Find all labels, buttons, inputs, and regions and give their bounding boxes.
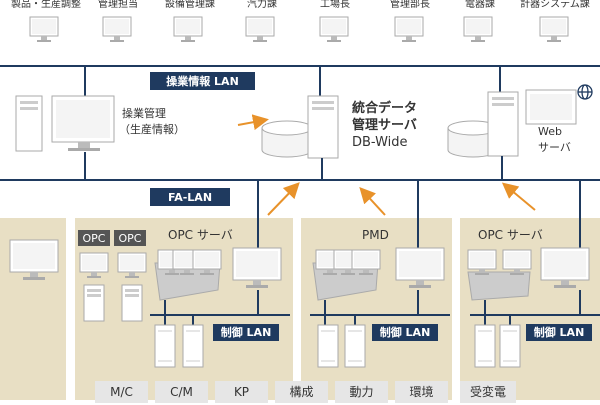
ops-mgmt-line2: （生産情報） [119,123,185,136]
db-server-line3: DB-Wide [352,135,408,150]
db-server-line2: 管理サーバ [352,118,417,133]
dept-label: 製品・生産調整 [11,0,81,10]
area2-equipment [312,247,445,301]
web-server-line1: Web [538,125,562,138]
dept-label: 電器課 [465,0,495,10]
area3-equipment [467,247,590,301]
control-lan-label: 制御 LAN [213,324,279,341]
web-server [447,89,577,158]
db-server-line1: 統合データ [352,101,418,116]
info-lan-label: 操業情報 LAN [150,72,255,90]
bottom-tab: M/C [95,381,148,403]
control-lan-label: 制御 LAN [526,324,592,341]
pmd-label: PMD [362,228,389,242]
globe-icon [577,84,593,100]
opc-tag: OPC [78,230,110,246]
dept-label: 汽力課 [247,0,277,10]
bottom-tab: 環境 [395,381,448,403]
opc-server-label: OPC サーバ [478,228,543,242]
dept-label: 工場長 [320,0,350,10]
dept-label: 管理担当 [98,0,138,10]
control-lan-label: 制御 LAN [372,324,438,341]
ops-mgmt-computer [15,95,115,152]
web-server-line2: サーバ [538,141,571,154]
opc-tag: OPC [114,230,146,246]
bottom-tab: C/M [155,381,208,403]
dept-label: 管理部長 [390,0,430,10]
dept-label: 設備管理課 [165,0,215,10]
dept-label: 計器システム課 [520,0,590,10]
department-pcs [29,16,569,43]
fa-lan-label: FA-LAN [150,188,230,206]
info-lan-lines [0,65,600,96]
db-server [261,95,339,159]
ops-mgmt-line1: 操業管理 [122,107,166,120]
area1-equipment [79,247,282,322]
bottom-tab: 受変電 [460,381,516,403]
bottom-tab: 構成 [275,381,328,403]
bottom-tab: KP [215,381,268,403]
opc-server-label: OPC サーバ [168,228,233,242]
bottom-tab: 動力 [335,381,388,403]
